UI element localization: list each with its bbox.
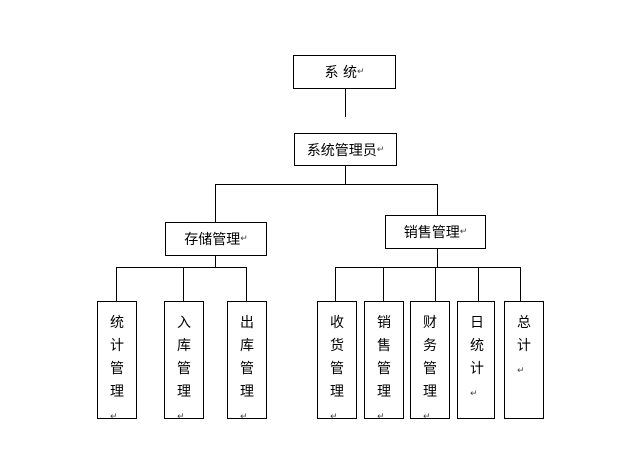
node-system: 系 统↵ [293,55,396,89]
node-sales-sales-label: 销售管理 [377,315,391,400]
node-storage-statistics: 统计管理 ↵ [97,301,137,422]
paragraph-mark-icon: ↵ [517,366,525,376]
node-sales: 销售管理↵ [385,215,486,249]
node-system-label: 系 统 [324,65,357,81]
paragraph-mark-icon: ↵ [110,412,118,422]
node-sales-total: 总计 ↵ [504,301,544,419]
paragraph-mark-icon: ↵ [330,412,338,422]
node-sales-daily-stats-label: 日统计 [470,315,484,377]
node-storage-inbound: 入库管理 ↵ [164,301,204,422]
paragraph-mark-icon: ↵ [376,144,385,155]
paragraph-mark-icon: ↵ [240,412,248,422]
node-sales-label: 销售管理 [403,225,460,241]
node-storage-outbound-label: 出库管理 [240,315,254,400]
node-sales-daily-stats: 日统计 ↵ [457,301,495,419]
node-storage: 存储管理↵ [165,222,267,256]
paragraph-mark-icon: ↵ [240,234,248,244]
paragraph-mark-icon: ↵ [356,67,365,77]
node-storage-statistics-label: 统计管理 [110,315,124,400]
node-storage-inbound-label: 入库管理 [177,315,191,400]
node-admin-label: 系统管理员 [306,142,377,159]
node-sales-finance: 财务管理 ↵ [410,301,450,422]
node-sales-receiving: 收货管理 ↵ [317,301,357,422]
node-sales-finance-label: 财务管理 [423,315,437,400]
node-sales-total-label: 总计 [517,315,531,354]
node-admin: 系统管理员↵ [294,133,397,166]
node-storage-outbound: 出库管理 ↵ [227,301,267,422]
node-sales-receiving-label: 收货管理 [330,315,344,400]
paragraph-mark-icon: ↵ [177,412,185,422]
paragraph-mark-icon: ↵ [470,389,478,399]
node-storage-label: 存储管理 [184,232,241,248]
paragraph-mark-icon: ↵ [423,412,431,422]
paragraph-mark-icon: ↵ [377,412,385,422]
node-sales-sales: 销售管理 ↵ [364,301,404,422]
paragraph-mark-icon: ↵ [459,227,468,237]
